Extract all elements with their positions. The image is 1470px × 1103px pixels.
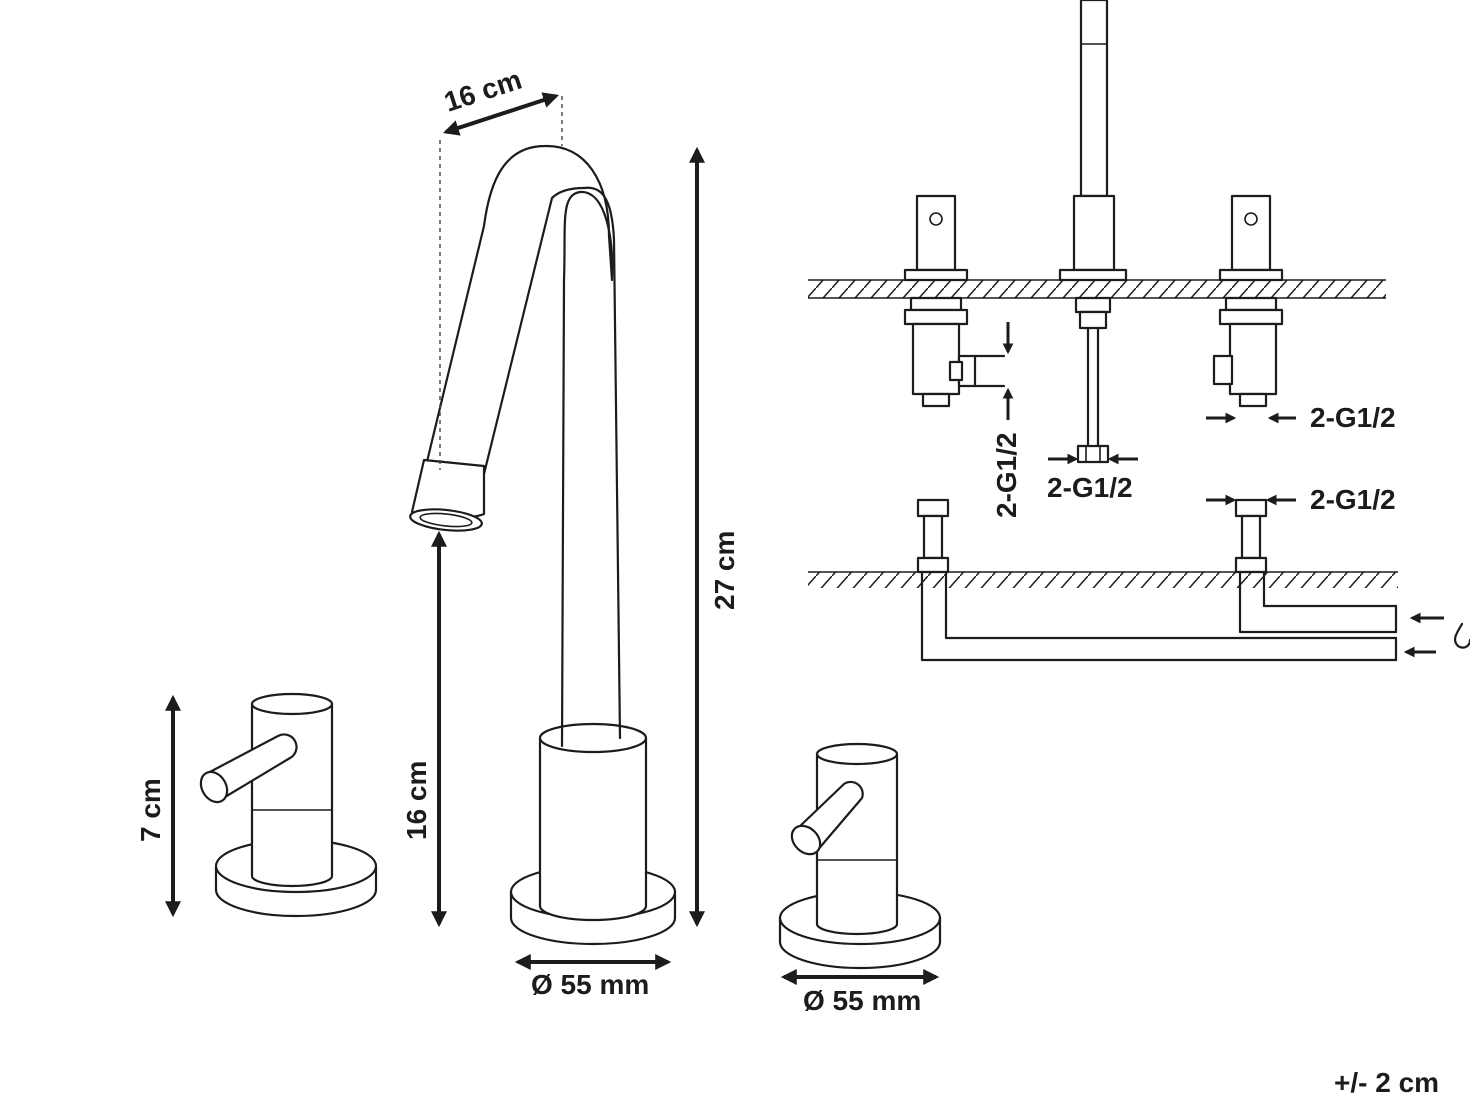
connection-right-upper-label: 2-G1/2 [1310, 402, 1396, 433]
handle-height-label: 7 cm [135, 778, 166, 842]
connection-left-label: 2-G1/2 [991, 432, 1022, 518]
dimension-arrows [165, 92, 940, 985]
connection-right-lower-label: 2-G1/2 [1310, 484, 1396, 515]
total-height-label: 27 cm [709, 531, 740, 610]
connection-center-label: 2-G1/2 [1047, 472, 1133, 503]
dimension-labels: 16 cm 27 cm 16 cm 7 cm Ø 55 mm Ø 55 mm 2… [135, 64, 1439, 1098]
tolerance-label: +/- 2 cm [1334, 1067, 1439, 1098]
installation-schematic [808, 0, 1470, 662]
base-diameter-right-label: Ø 55 mm [803, 985, 921, 1016]
spout-drawing [409, 96, 677, 946]
base-diameter-center-label: Ø 55 mm [531, 969, 649, 1000]
spout-height-label: 16 cm [401, 761, 432, 840]
left-handle-drawing [199, 692, 378, 918]
right-handle-drawing [778, 742, 942, 970]
hatch-surface-icon [808, 279, 1386, 299]
water-drop-icon [1453, 622, 1470, 649]
